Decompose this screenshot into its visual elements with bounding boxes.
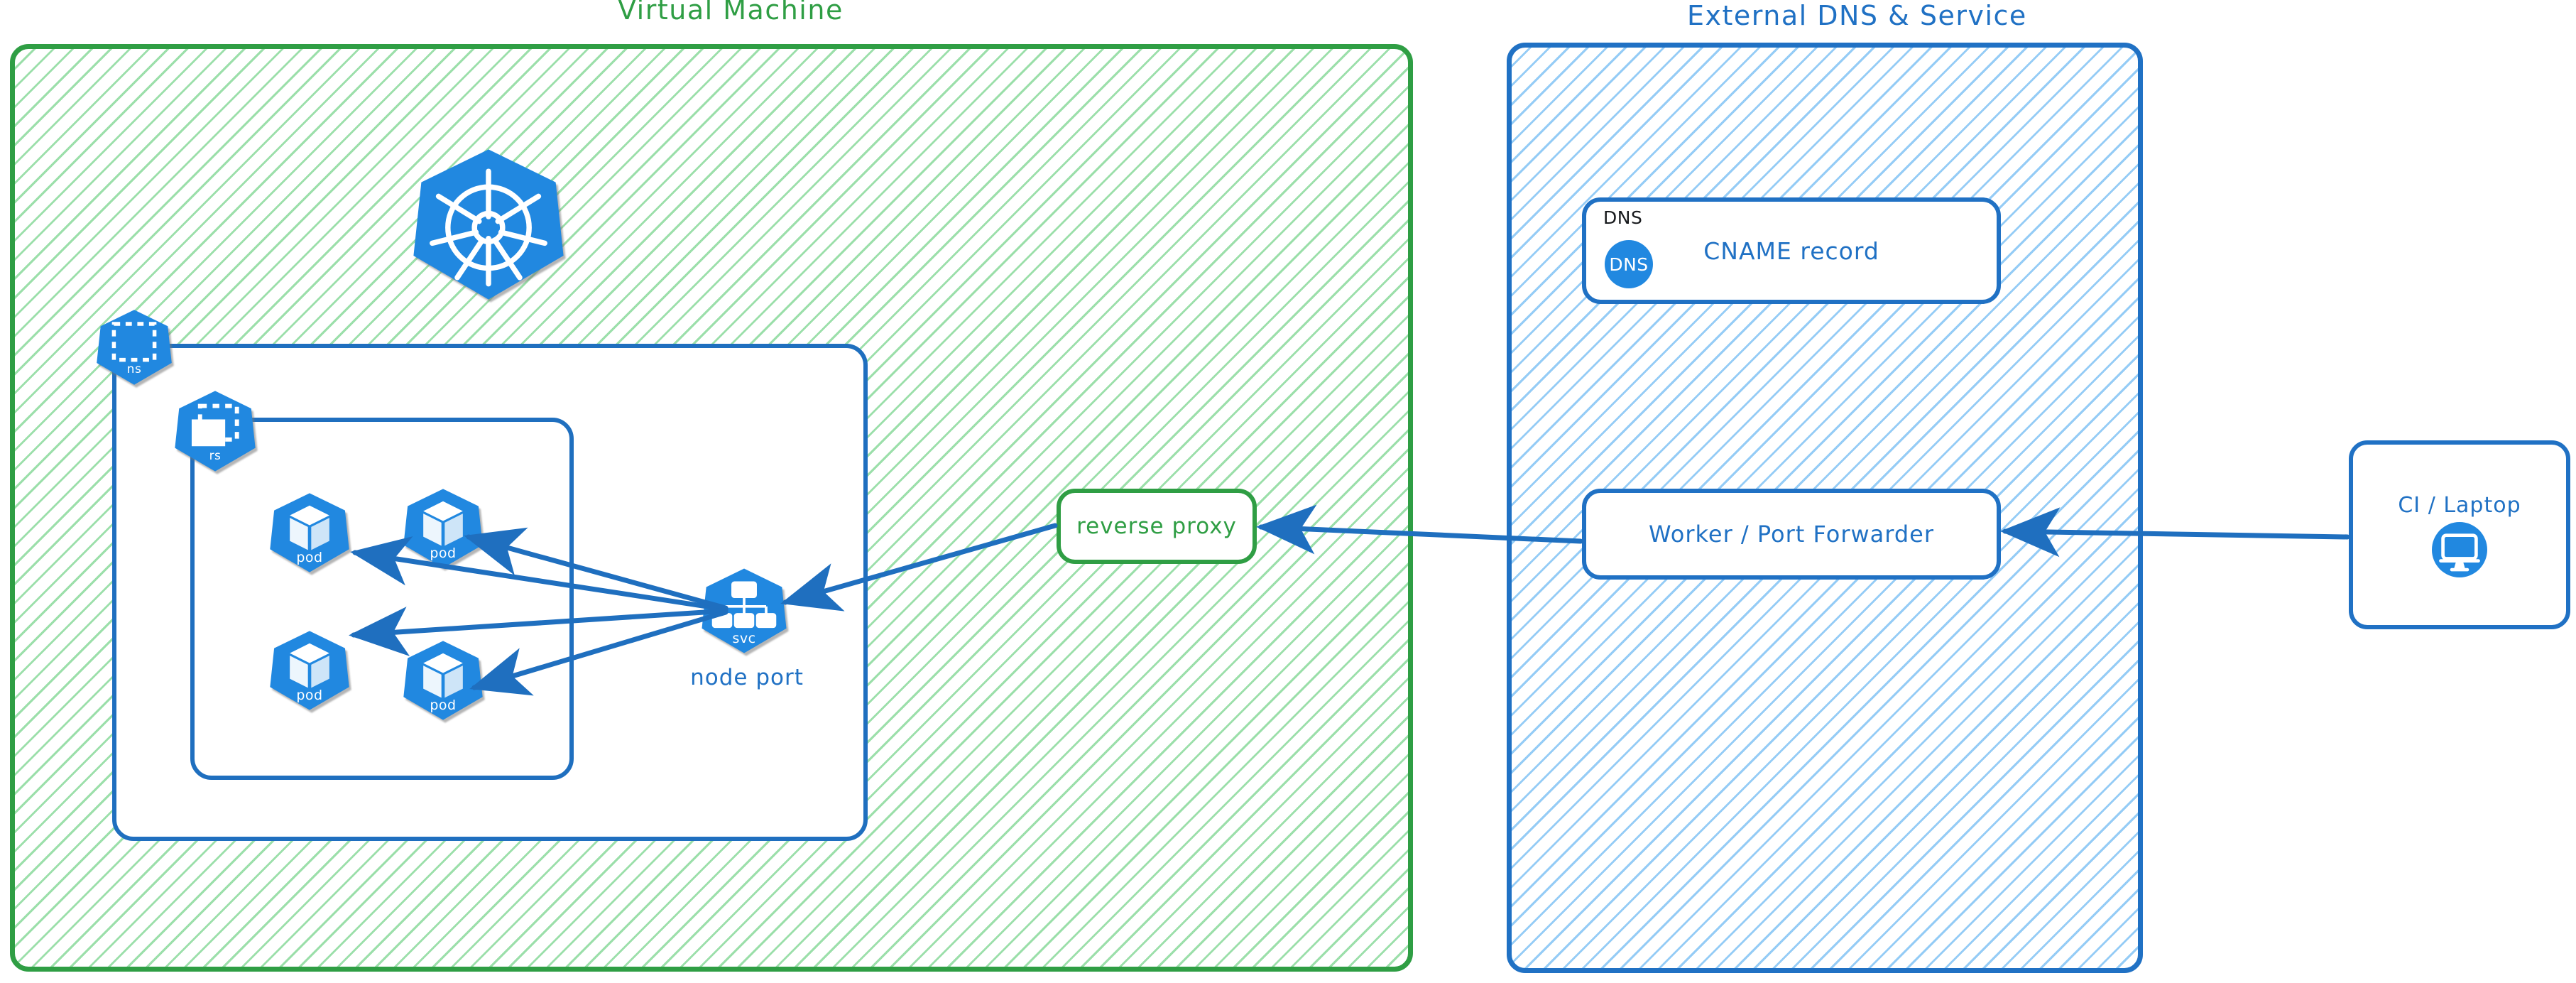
- reverse-proxy-label: reverse proxy: [1076, 514, 1237, 539]
- cname-record-label: CNAME record: [1703, 237, 1879, 265]
- worker-port-forwarder-node[interactable]: Worker / Port Forwarder: [1582, 489, 2001, 580]
- kubernetes-pod-icon-3: pod: [268, 629, 351, 712]
- kubernetes-pod-icon-1: pod: [268, 492, 351, 574]
- reverse-proxy-node[interactable]: reverse proxy: [1057, 489, 1257, 564]
- panel-virtual-machine-title: Virtual Machine: [618, 0, 844, 26]
- panel-external-dns-service-title: External DNS & Service: [1687, 0, 2027, 31]
- dns-tag-label: DNS: [1603, 207, 1643, 228]
- dns-record-node[interactable]: DNS DNS CNAME record: [1582, 197, 2001, 304]
- kubernetes-replicaset-icon: rs: [173, 389, 257, 473]
- desktop-monitor-icon: [2432, 521, 2487, 577]
- node-port-label: node port: [690, 665, 804, 690]
- kubernetes-namespace-icon: ns: [95, 308, 173, 386]
- client-node[interactable]: CI / Laptop: [2349, 440, 2570, 629]
- kubernetes-service-icon: svc: [700, 567, 788, 655]
- dns-badge-icon: DNS: [1605, 240, 1653, 288]
- worker-port-forwarder-label: Worker / Port Forwarder: [1649, 521, 1934, 548]
- kubernetes-logo: [410, 146, 567, 303]
- kubernetes-pod-icon-4: pod: [402, 639, 484, 722]
- client-label: CI / Laptop: [2398, 492, 2521, 518]
- kubernetes-pod-icon-2: pod: [402, 487, 484, 570]
